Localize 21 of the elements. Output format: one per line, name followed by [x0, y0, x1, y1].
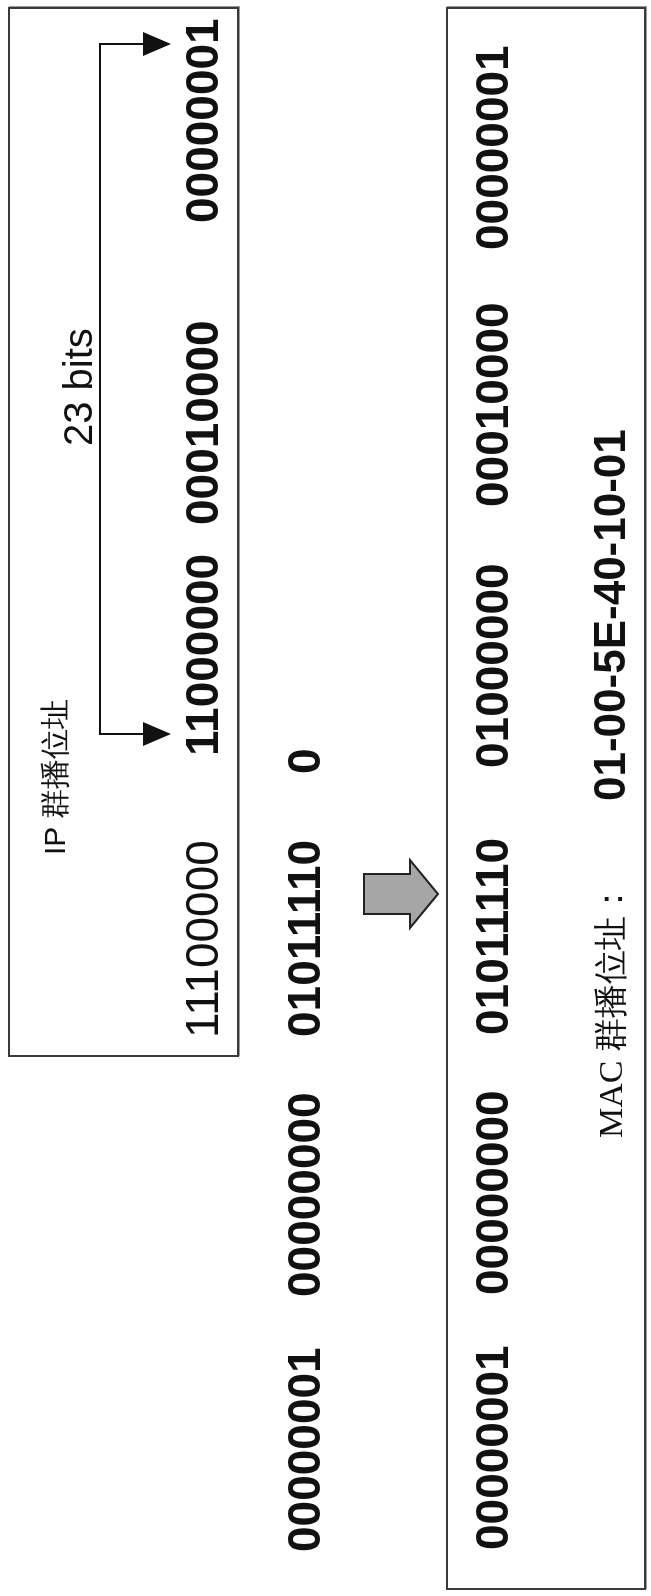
- bit-group: 0: [281, 748, 327, 774]
- address-value: 01-00-5E-40-10-01: [588, 429, 632, 801]
- bit-group: 11100000: [179, 840, 225, 1038]
- bit-group: 00010000: [179, 320, 225, 525]
- bit-group: 00000001: [179, 18, 225, 223]
- block-arrow: [363, 857, 440, 931]
- bits-label: 23 bits: [58, 328, 98, 446]
- box-title: IP 群播位址: [40, 698, 70, 855]
- bit-group: 00010000: [469, 302, 515, 507]
- address-label: MAC 群播位址：: [594, 882, 628, 1138]
- bit-group: 01011110: [469, 837, 515, 1035]
- bit-group: 00000000: [469, 1090, 515, 1295]
- bit-group: 00000001: [281, 1347, 327, 1552]
- bit-group: 00000001: [469, 1345, 515, 1550]
- address-box: [446, 7, 646, 1590]
- bit-group: 00000001: [469, 45, 515, 250]
- bit-group: 11000000: [179, 553, 225, 756]
- bit-group: 01000000: [469, 563, 515, 768]
- bit-group: 01011110: [281, 839, 327, 1037]
- bit-group: 00000000: [281, 1092, 327, 1297]
- address-box: [8, 7, 239, 1057]
